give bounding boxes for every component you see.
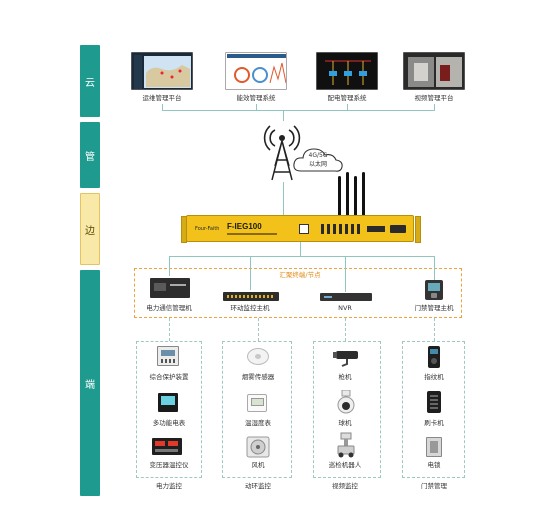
layer-terminal: 端 xyxy=(80,270,100,496)
layer-cloud: 云 xyxy=(80,45,100,117)
transformer-controller-device xyxy=(152,438,182,455)
power-item-3: 变压器温控仪 xyxy=(149,461,189,469)
access-item-2: 刷卡机 xyxy=(424,419,444,427)
video-thumbnail xyxy=(408,57,462,87)
energy-thumbnail xyxy=(227,54,286,84)
platform-label-energy: 能效管理系统 xyxy=(236,94,276,102)
video-item-2: 球机 xyxy=(338,419,352,427)
fan-icon xyxy=(246,436,270,458)
platform-label-video: 视频管理平台 xyxy=(414,94,454,102)
group-title-video: 视频监控 xyxy=(332,482,358,490)
aggregation-title: 汇聚终端/节点 xyxy=(279,271,321,279)
group-box-power xyxy=(136,341,202,478)
network-line2: 以太网 xyxy=(308,161,328,168)
tower-icon xyxy=(263,125,301,181)
video-platform-screen xyxy=(403,52,465,90)
bullet-camera-icon xyxy=(333,351,358,367)
group-box-video xyxy=(313,341,381,478)
protection-device xyxy=(157,346,179,366)
dome-camera-icon xyxy=(337,390,355,414)
electric-lock-device xyxy=(426,437,442,457)
power-item-2: 多功能电表 xyxy=(152,419,186,427)
nvr-device xyxy=(320,293,372,301)
platform-label-power: 配电管理系统 xyxy=(327,94,367,102)
gateway-model: F-IEG100 xyxy=(227,222,262,231)
aggregation-label-nvr: NVR xyxy=(338,304,352,312)
aggregation-label-env: 环动监控主机 xyxy=(230,304,270,312)
aggregation-label-access: 门禁管理主机 xyxy=(414,304,454,312)
thermo-hygrometer-device xyxy=(247,394,267,412)
gateway-device: Four-Faith F-IEG100 xyxy=(181,215,421,243)
aggregation-label-power: 电力通信管理机 xyxy=(146,304,192,312)
access-item-1: 指纹机 xyxy=(424,373,444,381)
layer-cloud-label: 云 xyxy=(85,77,95,89)
platform-label-ops: 运维管理平台 xyxy=(142,94,182,102)
layer-pipe: 管 xyxy=(80,122,100,188)
aggregation-box xyxy=(134,268,462,318)
video-item-3: 巡检机器人 xyxy=(328,461,362,469)
layer-edge-label: 边 xyxy=(85,225,95,237)
power-system-screen xyxy=(316,52,378,90)
power-thumbnail xyxy=(325,60,371,85)
layer-pipe-label: 管 xyxy=(85,151,95,163)
group-box-access xyxy=(402,341,465,478)
access-host-device xyxy=(425,280,443,300)
access-item-3: 电锁 xyxy=(427,461,441,469)
energy-system-screen xyxy=(225,52,287,90)
inspection-robot-icon xyxy=(337,432,355,458)
env-item-3: 风机 xyxy=(251,461,265,469)
card-reader-device xyxy=(427,391,441,413)
group-title-access: 门禁管理 xyxy=(421,482,447,490)
group-title-env: 动环监控 xyxy=(245,482,271,490)
smoke-sensor-device xyxy=(247,348,269,365)
fingerprint-device xyxy=(428,346,440,368)
env-monitor-host-device xyxy=(223,292,279,301)
layer-terminal-label: 端 xyxy=(85,379,95,391)
env-item-2: 温湿度表 xyxy=(245,419,271,427)
power-comm-manager-device xyxy=(150,278,190,298)
network-line1: 4G/5G xyxy=(308,152,328,159)
layer-edge: 边 xyxy=(80,193,100,265)
gateway-brand: Four-Faith xyxy=(195,226,220,232)
env-item-1: 烟雾传感器 xyxy=(241,373,275,381)
multifunction-meter-device xyxy=(158,393,178,412)
group-title-power: 电力监控 xyxy=(156,482,182,490)
group-box-env xyxy=(222,341,292,478)
video-item-1: 枪机 xyxy=(338,373,352,381)
power-item-1: 综合保护装置 xyxy=(149,373,189,381)
ops-platform-screen xyxy=(131,52,193,90)
network-cloud-icon xyxy=(293,148,343,172)
map-thumbnail xyxy=(134,55,191,89)
antennas-icon xyxy=(338,172,365,218)
